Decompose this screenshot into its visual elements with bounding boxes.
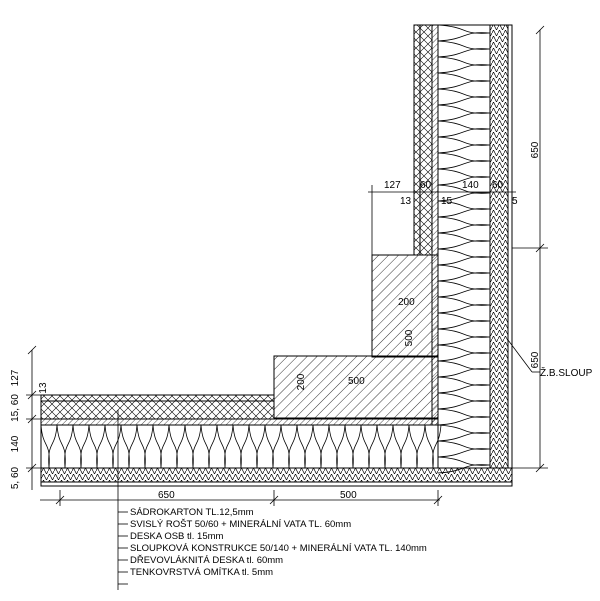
dim-60: 60 <box>420 180 432 191</box>
dim-right-650: 650 <box>530 351 541 368</box>
dim-left-140: 140 <box>10 435 21 452</box>
dim-bottom-500: 500 <box>340 490 357 501</box>
layer-legend: SÁDROKARTON TL.12,5mm SVISLÝ ROŠT 50/60 … <box>130 507 427 578</box>
vertical-insulation-pattern <box>437 24 491 474</box>
legend-item: DESKA OSB tl. 15mm <box>130 531 224 542</box>
concrete-block-upper <box>371 254 439 358</box>
legend-item: SVISLÝ ROŠT 50/60 + MINERÁLNÍ VATA TL. 6… <box>130 519 351 530</box>
dim-140: 140 <box>462 180 479 191</box>
dimension-lines <box>26 25 548 590</box>
legend-item: TENKOVRSTVÁ OMÍTKA tl. 5mm <box>130 567 273 578</box>
dim-block-200-upper: 200 <box>398 297 415 308</box>
dim-right-5: 5 <box>512 196 518 207</box>
dim-left-13: 13 <box>38 382 49 394</box>
column-label: Ž.B.SLOUP <box>540 366 593 379</box>
vertical-wall-layers <box>413 24 513 469</box>
dim-15: 15 <box>441 196 453 207</box>
dim-60b: 60 <box>492 180 504 191</box>
legend-item: SLOUPKOVÁ KONSTRUKCE 50/140 + MINERÁLNÍ … <box>130 543 427 554</box>
legend-item: DŘEVOVLÁKNITÁ DESKA tl. 60mm <box>130 555 283 566</box>
dim-127: 127 <box>384 180 401 191</box>
dim-13: 13 <box>400 196 412 207</box>
concrete-block-lower <box>273 355 439 419</box>
dim-block-500-horizontal: 500 <box>348 376 365 387</box>
dim-top-650: 650 <box>530 141 541 158</box>
dim-left-127: 127 <box>10 369 21 386</box>
horizontal-insulation-pattern <box>40 424 442 469</box>
dimension-texts: 650 650 5 127 60 140 60 13 15 200 500 20… <box>10 141 593 501</box>
horizontal-wall-layers <box>40 394 513 487</box>
legend-item: SÁDROKARTON TL.12,5mm <box>130 507 254 518</box>
dim-block-500-vertical: 500 <box>404 329 415 346</box>
dim-bottom-650: 650 <box>158 490 175 501</box>
dim-left-5-60: 5, 60 <box>10 466 21 489</box>
dim-block-200-lower: 200 <box>296 373 307 390</box>
dim-left-15-60: 15, 60 <box>10 394 21 422</box>
